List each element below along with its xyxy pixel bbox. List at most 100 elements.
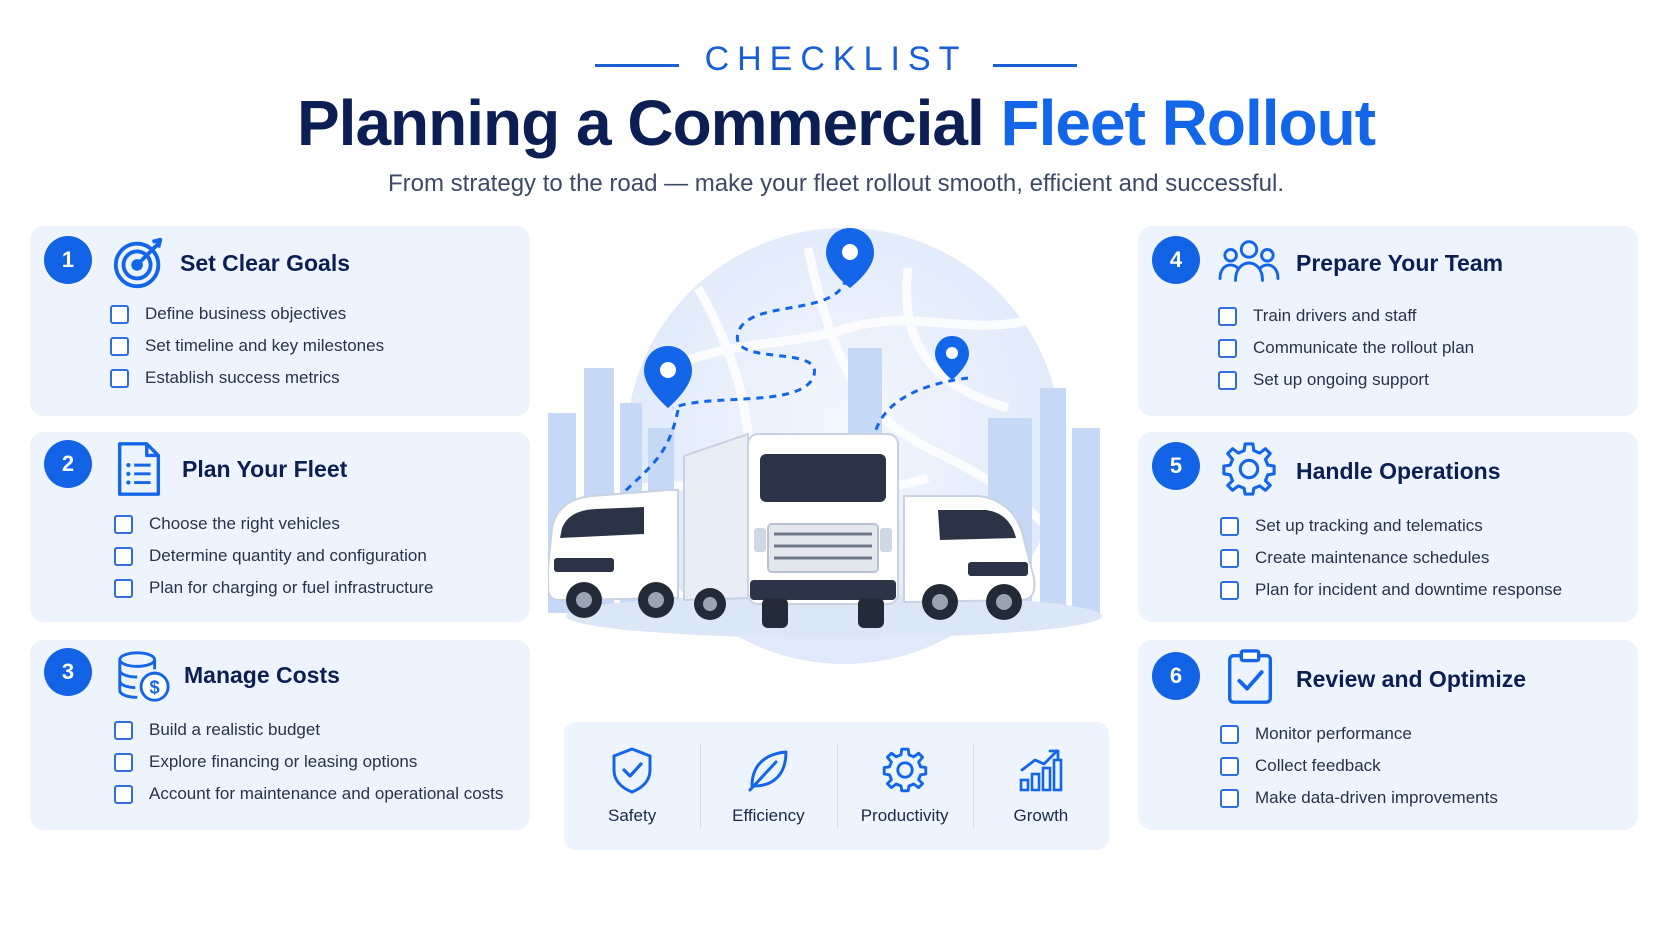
checklist-item[interactable]: Monitor performance xyxy=(1220,718,1498,750)
step-number-badge: 1 xyxy=(44,236,92,284)
checklist-item[interactable]: Set up ongoing support xyxy=(1218,364,1474,396)
checklist-item[interactable]: Set up tracking and telematics xyxy=(1220,510,1562,542)
value-strip: Safety Efficiency Productivity Growth xyxy=(564,722,1109,850)
checkbox[interactable] xyxy=(114,546,133,566)
route-lines xyxy=(616,277,969,500)
title-accent: Fleet Rollout xyxy=(1000,87,1377,159)
checklist-item[interactable]: Explore financing or leasing options xyxy=(114,746,503,778)
checkbox[interactable] xyxy=(114,784,133,804)
page-subtitle: From strategy to the road — make your fl… xyxy=(388,170,1284,197)
checklist-item[interactable]: Determine quantity and configuration xyxy=(114,540,433,572)
step-title: Manage Costs xyxy=(184,662,340,688)
checklist-item-label: Set timeline and key milestones xyxy=(145,336,385,355)
box-truck xyxy=(683,432,899,628)
step-card-1: 1 Set Clear Goals Define business object… xyxy=(30,226,530,416)
step-number-badge: 5 xyxy=(1152,442,1200,490)
checkbox[interactable] xyxy=(1218,370,1237,390)
step-number-badge: 2 xyxy=(44,440,92,488)
eyebrow-line-left xyxy=(594,64,679,68)
step-title: Handle Operations xyxy=(1296,458,1501,484)
step-title: Set Clear Goals xyxy=(180,250,351,276)
checkbox[interactable] xyxy=(114,578,133,598)
checklist-item-label: Establish success metrics xyxy=(145,368,340,387)
location-pin-icon xyxy=(826,228,874,288)
checkbox[interactable] xyxy=(110,336,129,356)
step-number-badge: 6 xyxy=(1152,652,1200,700)
growth-chart-icon xyxy=(1019,749,1063,792)
checklist-item-label: Explore financing or leasing options xyxy=(149,752,418,771)
checklist-item-label: Set up ongoing support xyxy=(1253,370,1429,389)
value-label: Efficiency xyxy=(732,806,805,825)
eyebrow-text: CHECKLIST xyxy=(704,40,968,78)
fleet-illustration xyxy=(548,228,1102,664)
checkbox[interactable] xyxy=(110,368,129,388)
checklist-item[interactable]: Set timeline and key milestones xyxy=(110,330,384,362)
gear-icon xyxy=(882,747,927,793)
step-number-badge: 4 xyxy=(1152,236,1200,284)
checkbox[interactable] xyxy=(1220,580,1239,600)
step-checklist: Monitor performance Collect feedback Mak… xyxy=(1220,718,1498,814)
checklist-item-label: Plan for charging or fuel infrastructure xyxy=(149,578,434,597)
checkbox[interactable] xyxy=(1218,338,1237,358)
checklist-item-label: Choose the right vehicles xyxy=(149,514,340,533)
checklist-item[interactable]: Establish success metrics xyxy=(110,362,384,394)
value-label: Safety xyxy=(608,806,657,825)
document-list-icon xyxy=(117,442,161,496)
step-card-5: 5 Handle Operations Set up tracking and … xyxy=(1138,432,1638,622)
value-efficiency: Efficiency xyxy=(700,722,836,850)
checkbox[interactable] xyxy=(1220,756,1239,776)
checkbox[interactable] xyxy=(114,514,133,534)
checklist-item-label: Determine quantity and configuration xyxy=(149,546,427,565)
checkbox[interactable] xyxy=(1220,788,1239,808)
checklist-item-label: Train drivers and staff xyxy=(1253,306,1417,325)
checkbox[interactable] xyxy=(1220,548,1239,568)
checkbox[interactable] xyxy=(110,304,129,324)
checkbox[interactable] xyxy=(114,720,133,740)
page-title: Planning a Commercial Fleet Rollout xyxy=(0,86,1672,160)
step-checklist: Define business objectives Set timeline … xyxy=(110,298,384,394)
checklist-item[interactable]: Account for maintenance and operational … xyxy=(114,778,503,810)
value-label: Growth xyxy=(1013,806,1069,825)
checklist-item-label: Plan for incident and downtime response xyxy=(1255,580,1563,599)
checkbox[interactable] xyxy=(114,752,133,772)
checklist-item-label: Create maintenance schedules xyxy=(1255,548,1490,567)
eyebrow: CHECKLIST xyxy=(0,40,1672,79)
value-label: Productivity xyxy=(860,806,949,825)
location-pin-icon xyxy=(644,346,692,408)
team-icon xyxy=(1218,240,1280,282)
checklist-item[interactable]: Communicate the rollout plan xyxy=(1218,332,1474,364)
checklist-item-label: Define business objectives xyxy=(145,304,347,323)
checklist-item-label: Build a realistic budget xyxy=(149,720,321,739)
checklist-item[interactable]: Choose the right vehicles xyxy=(114,508,433,540)
checklist-item[interactable]: Plan for charging or fuel infrastructure xyxy=(114,572,433,604)
checkbox[interactable] xyxy=(1220,516,1239,536)
target-icon xyxy=(113,237,163,289)
value-safety: Safety xyxy=(564,722,700,850)
checklist-item-label: Monitor performance xyxy=(1255,724,1412,743)
checklist-item[interactable]: Build a realistic budget xyxy=(114,714,503,746)
checklist-item-label: Collect feedback xyxy=(1255,756,1381,775)
coins-dollar-icon: $ xyxy=(118,651,170,702)
step-card-6: 6 Review and Optimize Monitor performanc… xyxy=(1138,640,1638,830)
checklist-item-label: Make data-driven improvements xyxy=(1255,788,1498,807)
checklist-item[interactable]: Define business objectives xyxy=(110,298,384,330)
step-title: Plan Your Fleet xyxy=(182,456,348,482)
svg-text:$: $ xyxy=(149,676,159,697)
title-main: Planning a Commercial xyxy=(296,87,1001,159)
checklist-item-label: Communicate the rollout plan xyxy=(1253,338,1475,357)
checklist-item[interactable]: Collect feedback xyxy=(1220,750,1498,782)
checkbox[interactable] xyxy=(1218,306,1237,326)
eyebrow-line-right xyxy=(993,64,1078,68)
checklist-item[interactable]: Create maintenance schedules xyxy=(1220,542,1562,574)
step-checklist: Train drivers and staff Communicate the … xyxy=(1218,300,1474,396)
step-title: Prepare Your Team xyxy=(1296,250,1504,276)
location-pin-icon xyxy=(935,336,969,380)
checklist-item-label: Account for maintenance and operational … xyxy=(149,784,504,803)
step-card-3: 3 $ Manage Costs Build a realistic budge… xyxy=(30,640,530,830)
value-productivity: Productivity xyxy=(836,722,973,850)
checkbox[interactable] xyxy=(1220,724,1239,744)
checklist-item[interactable]: Plan for incident and downtime response xyxy=(1220,574,1562,606)
step-title: Review and Optimize xyxy=(1296,666,1527,692)
checklist-item[interactable]: Make data-driven improvements xyxy=(1220,782,1498,814)
checklist-item[interactable]: Train drivers and staff xyxy=(1218,300,1474,332)
